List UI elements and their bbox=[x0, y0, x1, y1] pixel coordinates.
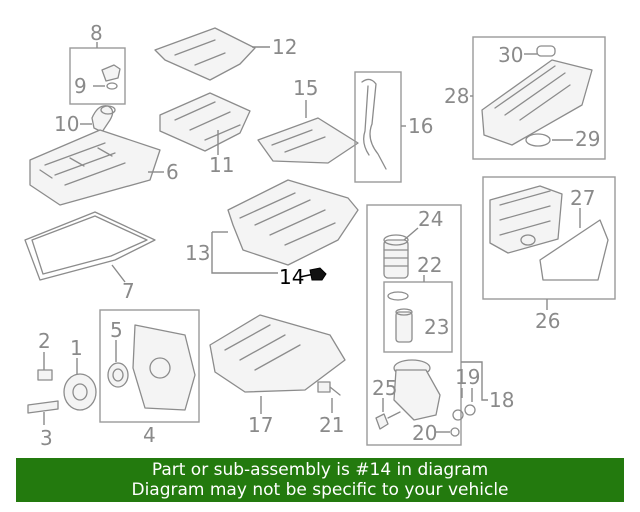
part-15-baffle[interactable] bbox=[257, 117, 359, 164]
part-12-engine-cover[interactable] bbox=[154, 27, 256, 81]
label-20: 20 bbox=[412, 421, 437, 445]
label-27: 27 bbox=[570, 186, 595, 210]
label-6: 6 bbox=[166, 160, 179, 184]
part-26-box bbox=[482, 176, 616, 300]
part-29-o-ring[interactable] bbox=[525, 133, 551, 147]
label-18: 18 bbox=[489, 388, 514, 412]
part-24-filter-housing[interactable] bbox=[383, 234, 409, 279]
label-15: 15 bbox=[293, 76, 318, 100]
part-19-seals[interactable] bbox=[452, 404, 476, 421]
part-27-gasket[interactable] bbox=[539, 219, 609, 281]
label-9: 9 bbox=[74, 74, 87, 98]
part-4-timing-cover[interactable] bbox=[132, 324, 196, 411]
label-5: 5 bbox=[110, 318, 123, 342]
label-4: 4 bbox=[143, 423, 156, 447]
label-22: 22 bbox=[417, 253, 442, 277]
label-23: 23 bbox=[424, 315, 449, 339]
label-29: 29 bbox=[575, 127, 600, 151]
part-14-plug[interactable] bbox=[299, 267, 327, 281]
part-20-seal[interactable] bbox=[450, 427, 460, 437]
label-16: 16 bbox=[408, 114, 433, 138]
label-13: 13 bbox=[185, 241, 210, 265]
label-12: 12 bbox=[272, 35, 297, 59]
part-17-oil-pan-lower[interactable] bbox=[209, 314, 346, 393]
label-24: 24 bbox=[418, 207, 443, 231]
banner-line-1: Part or sub-assembly is #14 in diagram bbox=[151, 460, 489, 480]
label-1: 1 bbox=[70, 336, 83, 360]
part-2-bolt[interactable] bbox=[37, 369, 53, 381]
label-21: 21 bbox=[319, 413, 344, 437]
part-13-oil-pan-upper[interactable] bbox=[227, 179, 359, 266]
label-11: 11 bbox=[209, 153, 234, 177]
label-26: 26 bbox=[535, 309, 560, 333]
label-19: 19 bbox=[455, 365, 480, 389]
label-30: 30 bbox=[498, 43, 523, 67]
part-26-oil-cooler[interactable] bbox=[489, 185, 563, 254]
part-22-box bbox=[383, 281, 453, 353]
part-11-intake[interactable] bbox=[159, 92, 251, 152]
info-banner: Part or sub-assembly is #14 in diagram D… bbox=[16, 458, 624, 502]
part-30-seal[interactable] bbox=[536, 45, 556, 57]
part-21-drain-plug[interactable] bbox=[317, 381, 341, 396]
label-10: 10 bbox=[54, 112, 79, 136]
part-23-filter-element[interactable] bbox=[387, 291, 413, 343]
part-1-pulley[interactable] bbox=[63, 373, 97, 411]
label-8: 8 bbox=[90, 21, 103, 45]
part-18-filter-base[interactable] bbox=[393, 359, 441, 421]
part-28-box bbox=[472, 36, 606, 160]
part-25-sensor[interactable] bbox=[375, 411, 401, 430]
part-6-cylinder-head[interactable] bbox=[29, 129, 161, 206]
label-28: 28 bbox=[444, 84, 469, 108]
banner-line-2: Diagram may not be specific to your vehi… bbox=[131, 480, 509, 500]
part-10-oil-filler[interactable] bbox=[91, 105, 116, 133]
part-28-manifold[interactable] bbox=[481, 59, 593, 146]
parts-diagram: 8 9 10 6 7 12 11 15 bbox=[24, 21, 616, 450]
part-9-oil-cap[interactable] bbox=[101, 64, 121, 90]
part-4-box bbox=[99, 309, 200, 423]
part-18-box bbox=[366, 204, 462, 446]
part-16-box bbox=[354, 71, 402, 183]
label-3: 3 bbox=[40, 426, 53, 450]
part-5-seal[interactable] bbox=[107, 362, 129, 388]
part-16-dipstick[interactable] bbox=[361, 78, 387, 170]
label-25: 25 bbox=[372, 376, 397, 400]
part-7-gasket[interactable] bbox=[24, 211, 156, 281]
part-3-bolt[interactable] bbox=[27, 400, 59, 414]
label-7: 7 bbox=[122, 279, 135, 303]
label-17: 17 bbox=[248, 413, 273, 437]
label-2: 2 bbox=[38, 329, 51, 353]
